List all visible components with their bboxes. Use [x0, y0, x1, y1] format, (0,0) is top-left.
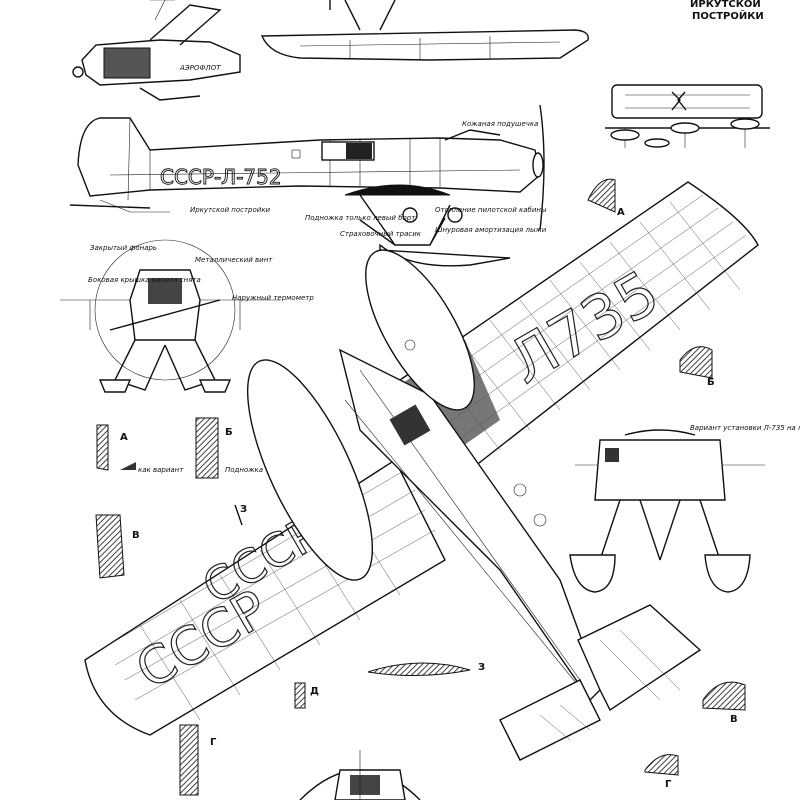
tailplane-left: [499, 679, 601, 761]
tailplane-right: [577, 604, 702, 712]
callout-ski-shock: Шнуровая амортизация лыжи: [435, 226, 547, 234]
float-variant-label: Вариант установки Л-735 на поплавки: [690, 424, 800, 432]
callout-cabin-window: Кожаная подушечка: [462, 120, 538, 128]
section-label-b-left: Б: [225, 427, 233, 438]
section-label-a-right: А: [617, 207, 625, 218]
section-note-variant: как вариант: [138, 466, 184, 474]
engine-cylinders-hatch: [103, 47, 151, 79]
cowling-front-hatch: [148, 278, 182, 304]
header-title-line1: ИРКУТСКОЙ: [690, 0, 761, 10]
plan-view-left-wing: СССР СССР: [84, 458, 446, 736]
side-registration: СССР-Л-752: [160, 165, 282, 189]
callout-heating: Отопление пилотской кабины: [435, 206, 547, 214]
section-profiles-right: А Б В Г З З: [234, 178, 746, 790]
callout-metal-prop: Металлический винт: [195, 256, 273, 264]
float-variant-front-view: Вариант установки Л-735 на поплавки: [569, 424, 800, 593]
float-planform-view: [605, 84, 770, 148]
engine-cowling-detail: АЭРОФЛОТ: [72, 0, 241, 101]
engine-brand-label: АЭРОФЛОТ: [179, 64, 221, 72]
section-label-v-right: В: [730, 714, 738, 725]
callout-closed-lamp: Закрытый фонарь: [90, 244, 157, 252]
plan-view-fuselage: [246, 249, 702, 761]
cabin-window-dark: [346, 143, 372, 159]
callout-irkutsk: Иркутской постройки: [190, 206, 271, 214]
side-view-fuselage: СССР-Л-752 Кожаная подушечка Иркутской п…: [69, 104, 547, 267]
front-view-bottom: [299, 750, 421, 800]
section-label-g-right: Г: [665, 779, 672, 790]
section-label-b-right: Б: [707, 377, 715, 388]
cockpit-hatch: [389, 404, 431, 446]
section-label-z-mark: З: [240, 504, 247, 515]
callout-safety-cable: Страховочный трасик: [340, 230, 422, 238]
callout-thermometer: Наружный термометр: [232, 294, 314, 302]
callout-side-hatch: Боковая крышка капота снята: [88, 276, 201, 284]
callout-step: Подножка только левый борт: [305, 214, 416, 222]
header-title-line2: ПОСТРОЙКИ: [692, 9, 764, 22]
float-side-view-top: [260, 0, 589, 61]
float-right-plan: [365, 249, 475, 411]
section-label-a-left: А: [120, 432, 128, 443]
section-label-d: Д: [310, 686, 319, 697]
propeller-hub-side: [532, 152, 544, 178]
propeller-disk: [94, 239, 236, 381]
front-view-left: Закрытый фонарь Металлический винт Боков…: [60, 239, 314, 393]
section-label-v-left: В: [132, 530, 140, 541]
section-label-z-profile: З: [478, 662, 485, 673]
spinner-hub: [72, 66, 84, 78]
section-label-g-left: Г: [210, 737, 217, 748]
float-left-plan: [246, 359, 374, 581]
